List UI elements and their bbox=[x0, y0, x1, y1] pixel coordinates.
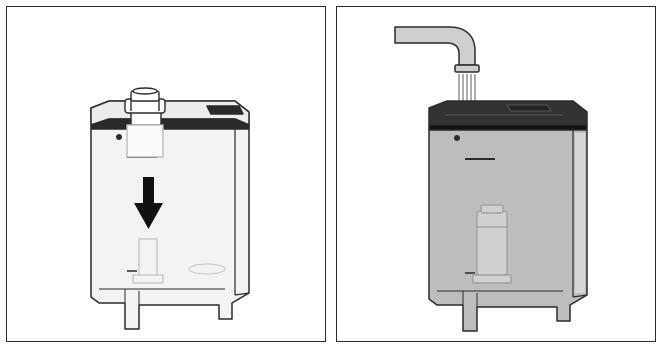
water-tank bbox=[90, 100, 250, 330]
panel-fill-water bbox=[336, 6, 656, 342]
panel-insert-filter bbox=[6, 6, 326, 342]
down-arrow-icon bbox=[134, 177, 163, 229]
water-filter-cartridge bbox=[472, 204, 512, 284]
insert-filter-illustration bbox=[90, 87, 250, 330]
lid-opening bbox=[206, 105, 244, 115]
tank-body bbox=[90, 128, 250, 330]
water-filter-cartridge bbox=[124, 87, 166, 158]
tank-max-mark bbox=[454, 135, 495, 160]
water-tank bbox=[428, 100, 588, 332]
tank-body-filled bbox=[428, 129, 588, 332]
fill-water-illustration bbox=[394, 26, 588, 332]
water-tap bbox=[394, 26, 480, 73]
